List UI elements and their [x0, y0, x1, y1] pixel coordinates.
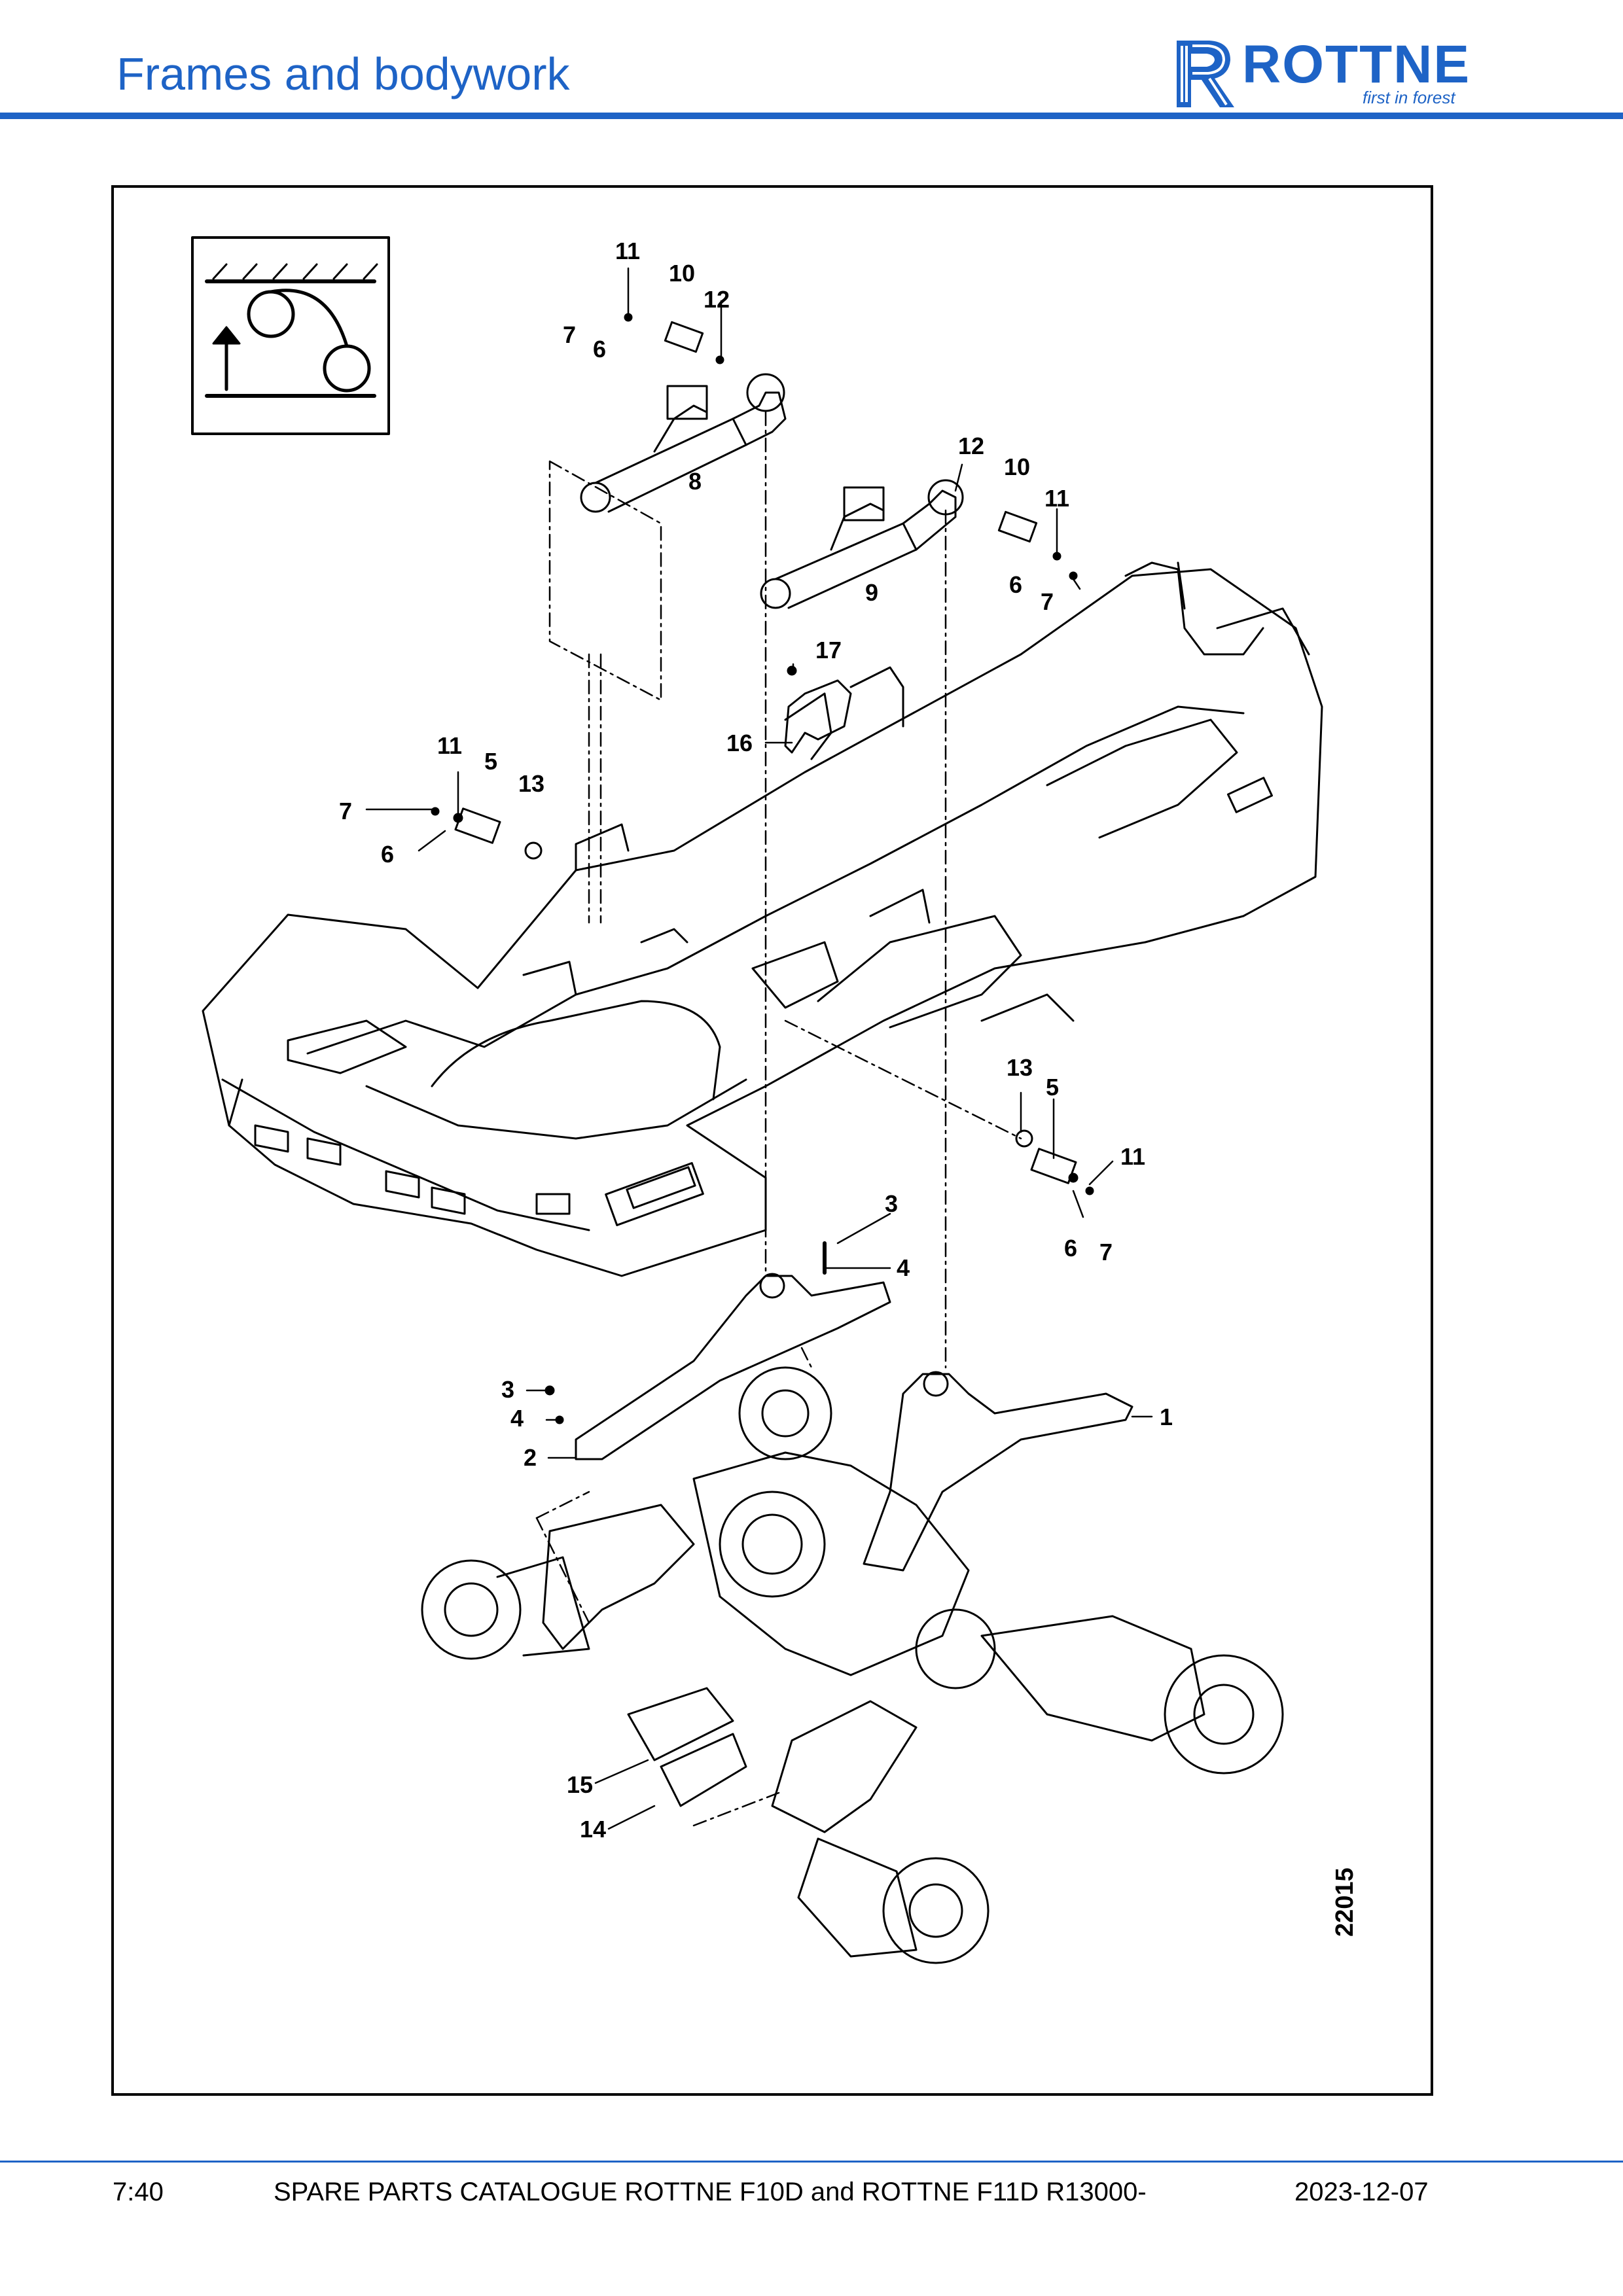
callout-3-lower: 3 — [501, 1376, 515, 1403]
bogie-bracket-2 — [575, 1273, 891, 1460]
callout-7-right: 7 — [1041, 588, 1054, 615]
catalogue-date: 2023-12-07 — [1294, 2178, 1429, 2206]
pin-set-left — [431, 807, 543, 860]
bogie-bracket-1 — [863, 1371, 1133, 1572]
callout-15: 15 — [567, 1771, 594, 1798]
callout-4-upper: 4 — [897, 1254, 910, 1281]
footer-divider — [0, 2161, 1623, 2163]
callout-16: 16 — [726, 730, 753, 756]
callout-8: 8 — [688, 468, 702, 495]
header-divider — [0, 113, 1623, 119]
callout-10-upper: 10 — [669, 260, 696, 287]
callout-13-left: 13 — [518, 770, 545, 797]
pin-set-right — [1015, 1129, 1094, 1195]
callout-7-lower-right: 7 — [1099, 1239, 1113, 1265]
callout-6-upper: 6 — [593, 336, 607, 362]
callout-leaders — [365, 267, 1153, 1830]
brand-slogan: first in forest — [1363, 88, 1455, 107]
callout-13-lower-right: 13 — [1007, 1054, 1033, 1081]
callout-11-upper: 11 — [615, 238, 641, 264]
callout-4-lower: 4 — [510, 1405, 524, 1432]
figure-number: 22015 — [1331, 1867, 1359, 1937]
pin-set-upper-9 — [997, 510, 1078, 580]
callout-7-left: 7 — [339, 798, 353, 824]
bogie-assembly — [421, 1366, 1284, 1964]
callout-7-upper: 7 — [563, 321, 577, 348]
callout-14: 14 — [580, 1816, 607, 1843]
page-title: Frames and bodywork — [116, 48, 570, 99]
callout-9: 9 — [865, 579, 879, 606]
figure-frame — [111, 185, 1433, 2096]
callout-11-right: 11 — [1044, 485, 1070, 512]
bracket-16 — [784, 665, 852, 754]
rottne-logo: ROTTNE first in forest — [1171, 34, 1512, 116]
callout-5-left: 5 — [484, 748, 498, 775]
callout-11-left: 11 — [437, 732, 463, 759]
callout-1: 1 — [1160, 1404, 1173, 1430]
page-number: 7:40 — [113, 2178, 164, 2206]
lift-arm-symbol-icon — [191, 236, 390, 435]
callout-6-lower-right: 6 — [1064, 1235, 1078, 1262]
callout-6-right: 6 — [1009, 571, 1023, 598]
front-chassis-frame — [202, 561, 1323, 1277]
rottne-logo-mark-icon — [1177, 41, 1234, 107]
brand-name: ROTTNE — [1242, 35, 1471, 94]
callout-12-upper: 12 — [704, 286, 730, 313]
callout-5-lower-right: 5 — [1046, 1074, 1060, 1101]
hydraulic-cylinder-9 — [760, 479, 964, 609]
leader-lines — [535, 411, 1022, 1827]
callout-11-lower-right: 11 — [1120, 1143, 1146, 1170]
hydraulic-cylinder-8 — [580, 373, 787, 513]
pin-set-upper-8 — [624, 313, 724, 364]
callout-12-right: 12 — [958, 433, 985, 459]
callout-6-left: 6 — [381, 841, 395, 868]
callout-3-upper: 3 — [885, 1190, 899, 1217]
callout-17: 17 — [815, 637, 842, 663]
callout-10-right: 10 — [1004, 453, 1031, 480]
callout-2: 2 — [524, 1444, 537, 1471]
catalogue-title: SPARE PARTS CATALOGUE ROTTNE F10D and RO… — [274, 2178, 1147, 2206]
